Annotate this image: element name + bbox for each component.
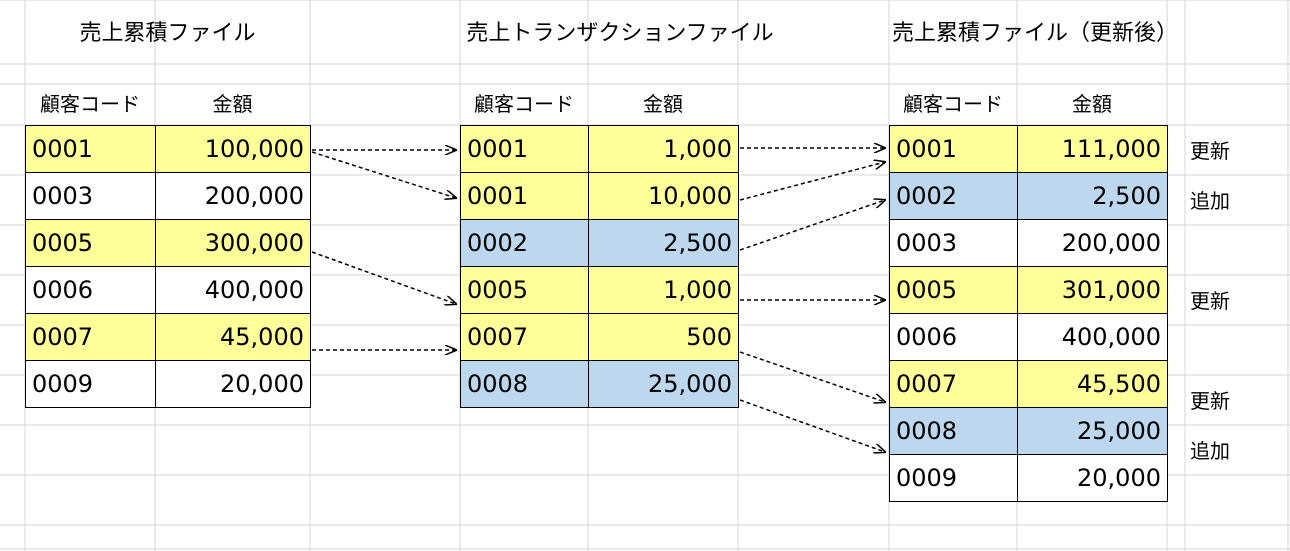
header-amount-cumulative: 金額 (212, 92, 253, 116)
amount-cell: 20,000 (155, 360, 311, 408)
amount-cell: 111,000 (1017, 125, 1168, 173)
amount-cell: 500 (588, 313, 739, 361)
code-cell: 0001 (25, 125, 156, 173)
amount-cell: 25,000 (1017, 407, 1168, 455)
code-cell: 0006 (25, 266, 156, 314)
amount-cell: 1,000 (588, 125, 739, 173)
title-updated-file: 売上累積ファイル（更新後） (891, 21, 1178, 46)
title-cumulative-file: 売上累積ファイル (79, 21, 256, 46)
action-label-add: 追加 (1190, 189, 1230, 213)
code-cell: 0003 (889, 219, 1018, 267)
amount-cell: 200,000 (1017, 219, 1168, 267)
code-cell: 0001 (460, 125, 589, 173)
header-code-updated: 顧客コード (903, 92, 1003, 116)
code-cell: 0002 (889, 172, 1018, 220)
header-amount-updated: 金額 (1072, 92, 1112, 116)
action-label-update: 更新 (1190, 139, 1230, 163)
code-cell: 0005 (460, 266, 589, 314)
code-cell: 0001 (889, 125, 1018, 173)
amount-cell: 2,500 (588, 219, 739, 267)
action-label-update: 更新 (1190, 389, 1230, 413)
amount-cell: 100,000 (155, 125, 311, 173)
header-code-transaction: 顧客コード (474, 92, 574, 116)
amount-cell: 1,000 (588, 266, 739, 314)
amount-cell: 10,000 (588, 172, 739, 220)
amount-cell: 45,000 (155, 313, 311, 361)
action-label-add: 追加 (1190, 439, 1230, 463)
code-cell: 0007 (460, 313, 589, 361)
amount-cell: 301,000 (1017, 266, 1168, 314)
amount-cell: 20,000 (1017, 454, 1168, 502)
code-cell: 0007 (25, 313, 156, 361)
code-cell: 0009 (25, 360, 156, 408)
code-cell: 0003 (25, 172, 156, 220)
amount-cell: 25,000 (588, 360, 739, 408)
code-cell: 0009 (889, 454, 1018, 502)
title-transaction-file: 売上トランザクションファイル (466, 21, 774, 46)
amount-cell: 300,000 (155, 219, 311, 267)
code-cell: 0005 (25, 219, 156, 267)
code-cell: 0008 (889, 407, 1018, 455)
code-cell: 0008 (460, 360, 589, 408)
code-cell: 0002 (460, 219, 589, 267)
amount-cell: 400,000 (1017, 313, 1168, 361)
code-cell: 0007 (889, 360, 1018, 408)
header-amount-transaction: 金額 (643, 92, 683, 116)
action-label-update: 更新 (1190, 289, 1230, 313)
amount-cell: 200,000 (155, 172, 311, 220)
amount-cell: 2,500 (1017, 172, 1168, 220)
code-cell: 0005 (889, 266, 1018, 314)
code-cell: 0001 (460, 172, 589, 220)
header-code-cumulative: 顧客コード (40, 92, 140, 116)
code-cell: 0006 (889, 313, 1018, 361)
amount-cell: 400,000 (155, 266, 311, 314)
amount-cell: 45,500 (1017, 360, 1168, 408)
